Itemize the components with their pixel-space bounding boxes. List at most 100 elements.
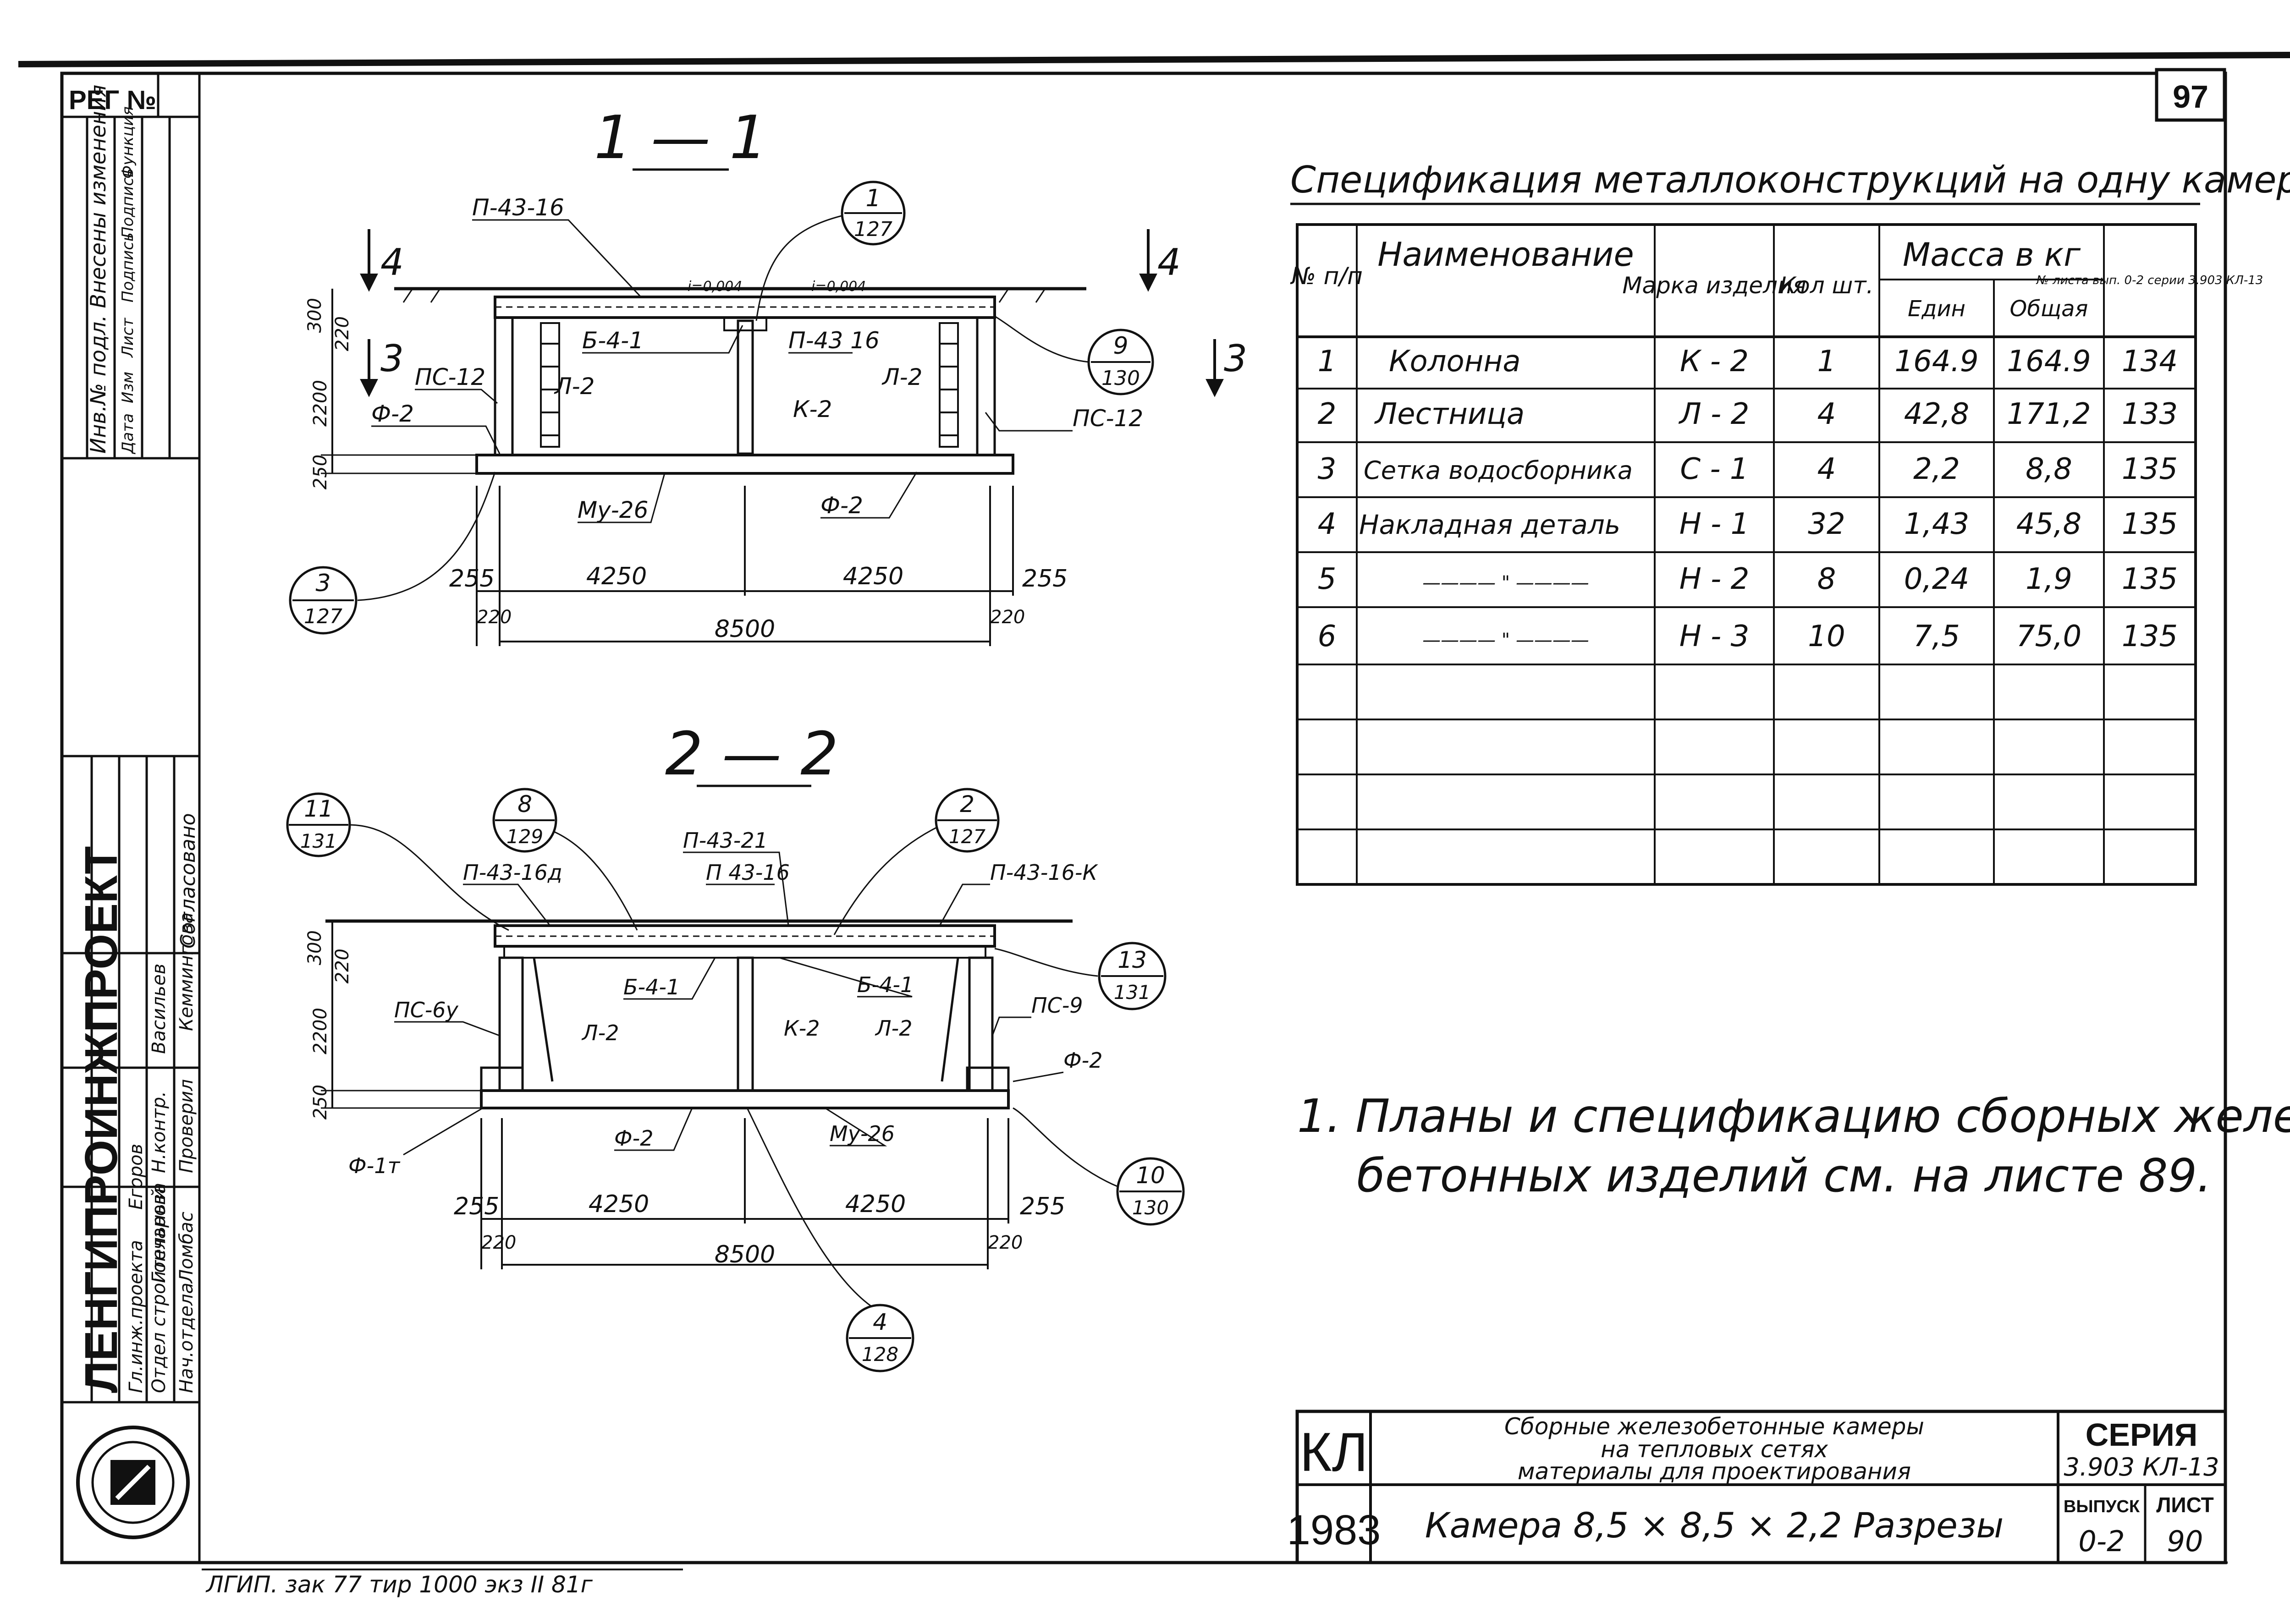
cell: ———— " ———— (1422, 572, 1589, 593)
svg-text:130: 130 (1101, 367, 1140, 390)
svg-text:9: 9 (1113, 332, 1128, 360)
staff-role: Гл.инж.проекта (126, 1240, 147, 1393)
dim-h: 220 (988, 1232, 1023, 1253)
dim-h: 255 (454, 1193, 499, 1220)
cell: Колонна (1389, 345, 1521, 379)
cell: 2,2 (1913, 452, 1960, 486)
cell: 171,2 (2007, 397, 2091, 431)
cell: 1 (1318, 345, 1337, 379)
org-name: ЛЕНГИПРОИНЖПРОЕКТ (76, 846, 127, 1393)
cell: 135 (2122, 562, 2178, 596)
staff-name: Ломбас (176, 1212, 197, 1284)
label-beam: Б-4-1 (582, 327, 644, 354)
callout: 1 127 (841, 181, 906, 246)
staff-name: Егоров (126, 1144, 147, 1210)
spec-title: Спецификация металлоконструкций на одну … (1290, 159, 2290, 201)
label-f-left: Ф-2 (371, 401, 414, 427)
label-column: К-2 (784, 1016, 820, 1041)
tb-issue-label: ВЫПУСК (2064, 1497, 2140, 1516)
cell: Сетка водосборника (1364, 456, 1633, 485)
callout: 3 127 (289, 566, 358, 635)
cell: 134 (2122, 345, 2178, 379)
callout: 4 128 (846, 1304, 914, 1372)
dim-h: 4250 (843, 563, 903, 590)
changes-col: Подпись (119, 232, 137, 302)
cell: 164.9 (2007, 345, 2091, 379)
changes-col: Подпись (119, 168, 137, 238)
callout: 11 131 (286, 792, 351, 857)
cell: 45,8 (2016, 507, 2082, 541)
cell: Накладная деталь (1359, 509, 1620, 540)
label-column: К-2 (793, 396, 832, 422)
cell: 135 (2122, 452, 2178, 486)
dim-v: 250 (310, 455, 331, 489)
cell: 4 (1817, 397, 1836, 431)
dim-h: 8500 (715, 1241, 775, 1268)
cell: 3 (1318, 452, 1337, 486)
callout: 2 127 (935, 788, 1000, 853)
label-f-left: Ф-1т (348, 1153, 400, 1178)
cell: 5 (1318, 562, 1337, 596)
printer-line: ЛГИП. зак 77 тир 1000 экз II 81г (205, 1571, 593, 1598)
dim-h: 255 (1022, 565, 1068, 593)
label-slope: i=0,004 (811, 279, 866, 295)
dim-h: 255 (1020, 1193, 1065, 1220)
svg-text:10: 10 (1136, 1162, 1165, 1189)
dim-v: 300 (304, 930, 325, 965)
cell: 0,24 (1904, 562, 1970, 596)
cell: 8,8 (2026, 452, 2072, 486)
hdr-mass: Масса в кг (1903, 236, 2081, 274)
label-mu: Му-26 (578, 497, 648, 523)
cut-mark: 3 (380, 337, 404, 380)
cell: 164.9 (1894, 345, 1978, 379)
note: 1. Планы и спецификацию сборных железо- … (1297, 1089, 2290, 1202)
cell: 133 (2122, 397, 2178, 431)
label-ps-right: ПС-12 (1073, 405, 1143, 432)
label-ps-left: ПС-6у (394, 998, 459, 1022)
dim-h: 8500 (715, 615, 775, 643)
dim-v: 220 (332, 316, 353, 351)
changes-title: Инв.№ подл. Внесены изменения (86, 85, 110, 454)
cell: 7,5 (1913, 620, 1960, 653)
svg-text:130: 130 (1132, 1196, 1169, 1219)
hdr-mark: Марка изделия (1622, 272, 1806, 299)
cell: 2 (1318, 397, 1337, 431)
tb-desc-3: материалы для проектирования (1518, 1458, 1911, 1485)
cell: 135 (2122, 620, 2178, 653)
dim-h: 220 (990, 607, 1025, 628)
cell: 1,43 (1904, 507, 1970, 541)
staff-role: Н.контр. (149, 1091, 170, 1173)
svg-text:129: 129 (506, 825, 543, 848)
label-slab-b: П-43 16 (788, 327, 880, 354)
cell: 4 (1318, 507, 1337, 541)
dim-v: 220 (332, 949, 353, 983)
changes-col: Функция (119, 106, 137, 179)
label-ps-left: ПС-12 (415, 364, 485, 390)
org-logo (76, 1426, 190, 1539)
note-line-1: 1. Планы и спецификацию сборных железо- (1297, 1089, 2290, 1143)
label-slab-a: П-43-21 (683, 828, 768, 853)
cell: 32 (1808, 507, 1845, 541)
svg-text:1: 1 (865, 185, 881, 212)
dim-h: 4250 (589, 1191, 649, 1218)
svg-text:128: 128 (862, 1343, 898, 1366)
section-2-2: 2 — 2 300 220 2200 250 П-43-21 (286, 719, 1185, 1372)
svg-text:131: 131 (300, 830, 337, 852)
label-ps-right: ПС-9 (1031, 993, 1083, 1018)
tb-year: 1983 (1287, 1507, 1381, 1553)
label-slab: П-43-16 (472, 194, 564, 221)
callout: 8 129 (492, 788, 557, 853)
label-mu: Му-26 (830, 1121, 895, 1146)
label-slab-d: П-43-16-К (990, 860, 1098, 885)
dim-v: 250 (310, 1085, 331, 1119)
callout: 13 131 (1098, 942, 1167, 1010)
tb-sheet-value: 90 (2167, 1525, 2203, 1558)
svg-text:13: 13 (1117, 947, 1147, 973)
label-beam-a: Б-4-1 (623, 975, 680, 999)
callout: 9 130 (1087, 329, 1154, 395)
hdr-unit: Един (1908, 296, 1965, 322)
spec-table: Спецификация металлоконструкций на одну … (1290, 159, 2290, 886)
cell: 8 (1817, 562, 1836, 596)
cut-mark: 3 (1224, 337, 1247, 380)
